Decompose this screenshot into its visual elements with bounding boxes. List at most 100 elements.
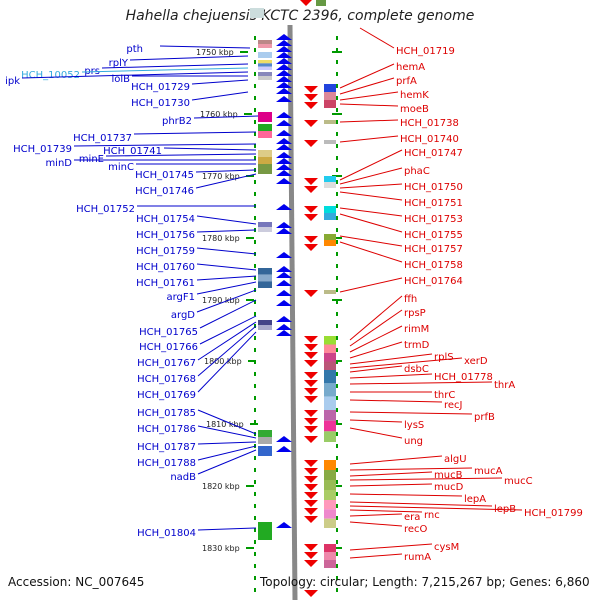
gene-label-mucc: mucC bbox=[504, 476, 533, 487]
guide-dot-right bbox=[336, 288, 338, 292]
gene-label-trmd: trmD bbox=[404, 340, 430, 351]
forward-gene-arrow bbox=[276, 40, 292, 46]
scale-tick-label: 1820 kbp bbox=[202, 482, 240, 491]
right-gene-leader bbox=[349, 365, 403, 373]
gene-label-hch-01753: HCH_01753 bbox=[404, 214, 463, 225]
guide-dot-right bbox=[336, 60, 338, 64]
guide-dot-left bbox=[254, 516, 256, 520]
feature-block bbox=[258, 274, 272, 282]
gene-label-mucd: mucD bbox=[434, 482, 464, 493]
accession-label: Accession: NC_007645 bbox=[8, 575, 145, 589]
right-gene-leader bbox=[349, 543, 433, 551]
scale-tick-label: 1810 kbp bbox=[206, 420, 244, 429]
right-gene-leader bbox=[339, 191, 403, 201]
forward-gene-arrow bbox=[276, 158, 292, 164]
gene-label-hch-01747: HCH_01747 bbox=[404, 148, 463, 159]
guide-dot-right bbox=[336, 420, 338, 424]
feature-block bbox=[324, 182, 336, 188]
guide-dot-left bbox=[254, 216, 256, 220]
forward-gene-arrow bbox=[276, 228, 292, 234]
feature-block bbox=[258, 227, 272, 232]
left-gene-leader bbox=[197, 441, 257, 445]
scale-tick-mark bbox=[246, 547, 254, 549]
feature-block bbox=[258, 60, 272, 64]
gene-label-hch-01751: HCH_01751 bbox=[404, 198, 463, 209]
gene-label-rpsp: rpsP bbox=[404, 308, 426, 319]
feature-block bbox=[324, 140, 336, 144]
scale-tick-mark bbox=[250, 423, 258, 425]
guide-dot-left bbox=[254, 96, 256, 100]
scale-tick-mark bbox=[332, 299, 342, 301]
feature-block bbox=[258, 157, 272, 164]
feature-block bbox=[324, 344, 336, 353]
feature-block bbox=[258, 112, 272, 122]
top-feature-block bbox=[250, 8, 264, 18]
reverse-gene-arrow bbox=[304, 418, 318, 425]
guide-dot-right bbox=[336, 396, 338, 400]
gene-label-rimm: rimM bbox=[404, 324, 429, 335]
left-gene-leader bbox=[197, 445, 257, 461]
gene-label-mind: minD bbox=[45, 158, 72, 169]
right-gene-leader bbox=[339, 213, 403, 233]
scale-tick-mark bbox=[240, 51, 248, 53]
feature-block bbox=[258, 150, 272, 157]
gene-label-hch-01737: HCH_01737 bbox=[73, 133, 132, 144]
guide-dot-left bbox=[254, 396, 256, 400]
reverse-gene-arrow bbox=[304, 120, 318, 127]
left-gene-leader bbox=[196, 289, 257, 313]
reverse-gene-arrow bbox=[304, 410, 318, 417]
forward-gene-arrow bbox=[276, 252, 292, 258]
feature-block bbox=[324, 92, 336, 100]
forward-gene-arrow bbox=[276, 436, 292, 442]
right-gene-leader bbox=[349, 357, 463, 369]
guide-dot-left bbox=[254, 180, 256, 184]
right-gene-leader bbox=[339, 63, 395, 89]
forward-gene-arrow bbox=[276, 138, 292, 144]
forward-gene-arrow bbox=[276, 120, 292, 126]
feature-block bbox=[324, 470, 336, 480]
forward-gene-arrow bbox=[276, 330, 292, 336]
reverse-gene-arrow bbox=[304, 360, 318, 367]
gene-label-argd: argD bbox=[171, 310, 195, 321]
forward-gene-arrow bbox=[276, 266, 292, 272]
scale-tick-mark bbox=[248, 360, 256, 362]
left-gene-leader bbox=[133, 131, 257, 135]
gene-label-hch-01729: HCH_01729 bbox=[131, 82, 190, 93]
gene-label-hch-01785: HCH_01785 bbox=[137, 408, 196, 419]
left-gene-leader bbox=[199, 315, 257, 345]
left-gene-leader bbox=[196, 229, 257, 233]
feature-block bbox=[258, 325, 272, 330]
guide-dot-right bbox=[336, 408, 338, 412]
top-feature-block bbox=[316, 0, 326, 6]
feature-block bbox=[258, 446, 272, 456]
forward-gene-arrow bbox=[276, 82, 292, 88]
gene-label-hch-01746: HCH_01746 bbox=[135, 186, 194, 197]
forward-gene-arrow bbox=[276, 58, 292, 64]
scale-tick-mark bbox=[244, 113, 252, 115]
gene-label-rnc: rnc bbox=[424, 510, 440, 521]
scale-tick-mark bbox=[332, 547, 342, 549]
left-gene-leader bbox=[193, 115, 259, 119]
guide-dot-right bbox=[336, 336, 338, 340]
guide-dot-left bbox=[254, 420, 256, 424]
guide-dot-left bbox=[254, 60, 256, 64]
reverse-gene-arrow bbox=[304, 352, 318, 359]
gene-label-hch-01730: HCH_01730 bbox=[131, 98, 190, 109]
gene-label-hch-01740: HCH_01740 bbox=[400, 134, 459, 145]
feature-block bbox=[324, 500, 336, 510]
reverse-gene-arrow bbox=[304, 508, 318, 515]
feature-block bbox=[258, 72, 272, 76]
gene-label-recj: recJ bbox=[444, 400, 463, 411]
right-gene-leader bbox=[349, 509, 423, 513]
reverse-gene-arrow bbox=[304, 396, 318, 403]
guide-dot-right bbox=[336, 48, 338, 52]
guide-dot-right bbox=[336, 312, 338, 316]
gene-label-nadb: nadB bbox=[170, 472, 196, 483]
gene-label-hemk: hemK bbox=[400, 90, 429, 101]
feature-block bbox=[258, 320, 272, 325]
guide-dot-right bbox=[336, 108, 338, 112]
left-gene-leader bbox=[81, 67, 249, 73]
guide-dot-right bbox=[336, 264, 338, 268]
guide-dot-left bbox=[254, 372, 256, 376]
forward-gene-arrow bbox=[276, 204, 292, 210]
